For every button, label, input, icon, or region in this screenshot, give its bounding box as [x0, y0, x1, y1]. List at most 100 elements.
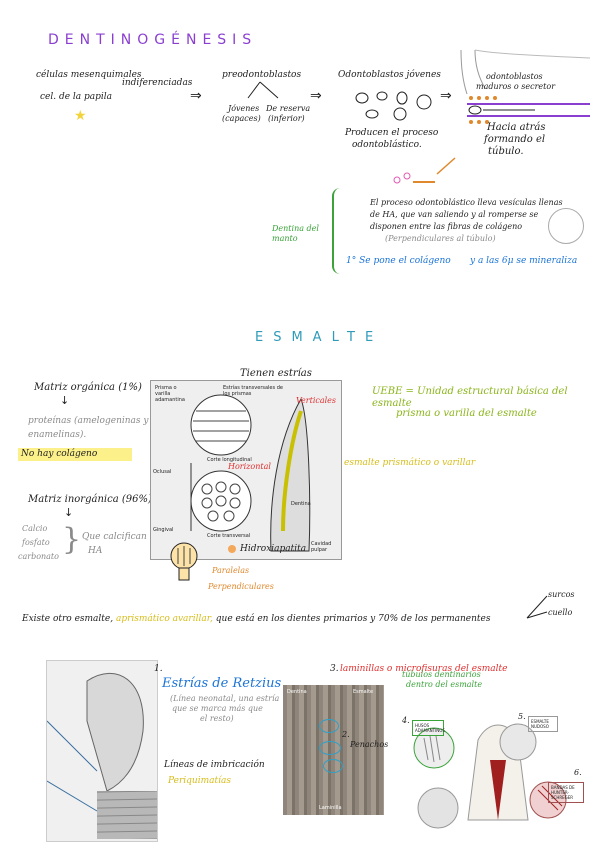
arrow-right-icon: ⇒: [190, 88, 202, 104]
retzius-note-1: (Línea neonatal, una estría: [170, 694, 280, 703]
mature-drawing: [460, 49, 591, 124]
calcio-text: Calcio: [22, 524, 48, 533]
reserve-sub: (inferior): [268, 114, 305, 123]
dot-icon: [228, 545, 236, 553]
tubules-num-4: 4.: [402, 716, 410, 725]
neck-text: cuello: [548, 608, 573, 617]
lamellae-num: 3.: [330, 664, 339, 674]
no-collagen-highlight: No hay colágeno: [18, 448, 132, 461]
mantle-brace: [332, 188, 344, 274]
label-corte-long: Corte longitudinal: [207, 457, 252, 463]
vesicles-drawing: [393, 157, 456, 184]
label-estrias-transv: Estrías transversales de los prismas: [223, 385, 283, 397]
preodontoblasts-text: preodontoblastos: [222, 70, 302, 80]
label-cavidad: Cavidad pulpar: [311, 541, 332, 553]
process-note-3: disponen entre las fibras de colágeno: [370, 222, 523, 231]
retzius-note-3: el resto): [200, 714, 234, 723]
mesenchymal-text: células mesenquimales: [36, 70, 142, 80]
box-nudoso: ESMALTE NUDOSO: [528, 716, 558, 732]
back-text-2: formando el: [484, 134, 546, 145]
arrow-right-icon-3: ⇒: [440, 88, 452, 104]
verticals-text: Verticales: [296, 396, 337, 405]
parallel-text: Paralelas: [212, 566, 250, 575]
label-dentina: Dentina: [291, 501, 311, 507]
sulci-text: surcos: [548, 590, 575, 599]
reserve-label: De reserva: [266, 104, 311, 113]
young-sub: (capaces): [222, 114, 261, 123]
retzius-num: 1.: [154, 664, 163, 674]
first-step-b: y a las 6μ se mineraliza: [470, 256, 578, 266]
label-gingival: Gingival: [153, 527, 174, 533]
fosfato-text: fosfato: [22, 538, 50, 547]
retzius-title: Estrías de Retzius: [162, 676, 282, 691]
label-oclusal: Oclusal: [153, 469, 172, 475]
other-post: que está en los dientes primarios y 70% …: [215, 614, 491, 624]
dentinogenesis-title: DENTINOGÉNESIS: [48, 32, 258, 48]
process-note-2: de HA, que van saliendo y al romperse se: [370, 210, 539, 219]
cells-drawing: [355, 91, 432, 121]
first-step-a: 1° Se pone el colágeno: [346, 256, 451, 266]
inorganic-text: Matriz inorgánica (96%): [28, 494, 152, 505]
photo-label-esmalte: Esmalte: [353, 689, 374, 695]
back-text-3: túbulo.: [488, 146, 524, 157]
process-note-4: (Perpendiculares al túbulo): [385, 234, 496, 243]
tubules-note-2: dentro del esmalte: [406, 680, 483, 689]
proteins-text: proteínas (amelogeninas y: [28, 416, 149, 426]
horizontal-text: Horizontal: [228, 462, 271, 471]
young-label: Jóvenes: [228, 104, 260, 113]
calcify-text-2: HA: [88, 546, 103, 556]
calcify-text: Que calcifican en: [82, 532, 161, 542]
process-note-1: El proceso odontoblástico lleva vesícula…: [370, 198, 563, 207]
tufts-text: Penachos: [350, 740, 389, 749]
other-pre: Existe otro esmalte,: [22, 614, 114, 624]
carbonato-text: carbonato: [18, 552, 59, 561]
enamel-prism-figure: Prisma o varilla adamantina Estrías tran…: [150, 380, 342, 560]
label-corte-trans: Corte transversal: [207, 533, 251, 539]
lamellae-photo: Dentina Esmalte Laminilla: [283, 685, 384, 815]
label-prisma: Prisma o varilla adamantina: [155, 385, 185, 403]
back-text: Hacia atrás: [487, 122, 546, 133]
retzius-note-2: que se marca más que: [172, 704, 263, 713]
tuft-circle-3: [323, 759, 343, 773]
organic-text: Matriz orgánica (1%): [34, 382, 142, 393]
enamel-title: ESMALTE: [255, 330, 384, 345]
box-husos: HUSOS ADAMANTINOS: [412, 720, 445, 736]
tubules-num-5: 5.: [518, 712, 526, 721]
other-highlight: aprismático avarillar,: [115, 614, 213, 624]
prism-text: prisma o varilla del esmalte: [396, 408, 537, 419]
retzius-figure: [46, 660, 158, 842]
tuft-circle-2: [319, 741, 341, 755]
tubules-note-1: túbulos dentinarios: [402, 670, 481, 679]
prismatic-text: esmalte prismático o varillar: [344, 458, 476, 468]
hydroxyapatite-text: Hidroxiapatita: [240, 544, 307, 554]
lamellae-title: laminillas o microfisuras del esmalte: [340, 664, 508, 674]
tuft-circle: [319, 719, 339, 733]
mature-text: odontoblastos: [486, 72, 543, 81]
perpendicular-text: Perpendiculares: [208, 582, 274, 591]
arrow-down-icon-2: ↓: [64, 506, 74, 519]
young-odontoblasts-text: Odontoblastos jóvenes: [338, 70, 441, 80]
photo-label-laminilla: Laminilla: [319, 805, 342, 811]
hydroxyapatite-drawing: [170, 542, 198, 581]
uebe-text: UEBE = Unidad estructural básica del esm…: [372, 386, 568, 409]
mature-text-2: maduros o secretor: [476, 82, 556, 91]
branch-lines: [526, 595, 548, 619]
striations-text: Tienen estrías: [240, 368, 312, 379]
star-icon: ★: [74, 108, 87, 124]
clock-icon: [548, 208, 584, 244]
perikymata-text: Periquimatías: [168, 776, 231, 786]
produce-text-2: odontoblástico.: [352, 140, 422, 150]
arrow-right-icon-2: ⇒: [310, 88, 322, 104]
tubules-num-6: 6.: [574, 768, 582, 777]
arrow-down-icon: ↓: [60, 394, 70, 407]
photo-label-dentina: Dentina: [287, 689, 307, 695]
tufts-num: 2.: [342, 730, 350, 739]
imbrication-text: Líneas de imbricación: [164, 760, 265, 770]
papilla-text: cel. de la papila: [40, 92, 113, 102]
proteins-text-2: enamelinas).: [28, 430, 87, 440]
branch-arrows: [247, 81, 279, 99]
produce-text: Producen el proceso: [345, 128, 439, 138]
brace-icon: }: [62, 522, 82, 557]
undifferentiated-text: indiferenciadas: [122, 78, 193, 88]
other-enamel-line: Existe otro esmalte, aprismático avarill…: [22, 614, 490, 625]
